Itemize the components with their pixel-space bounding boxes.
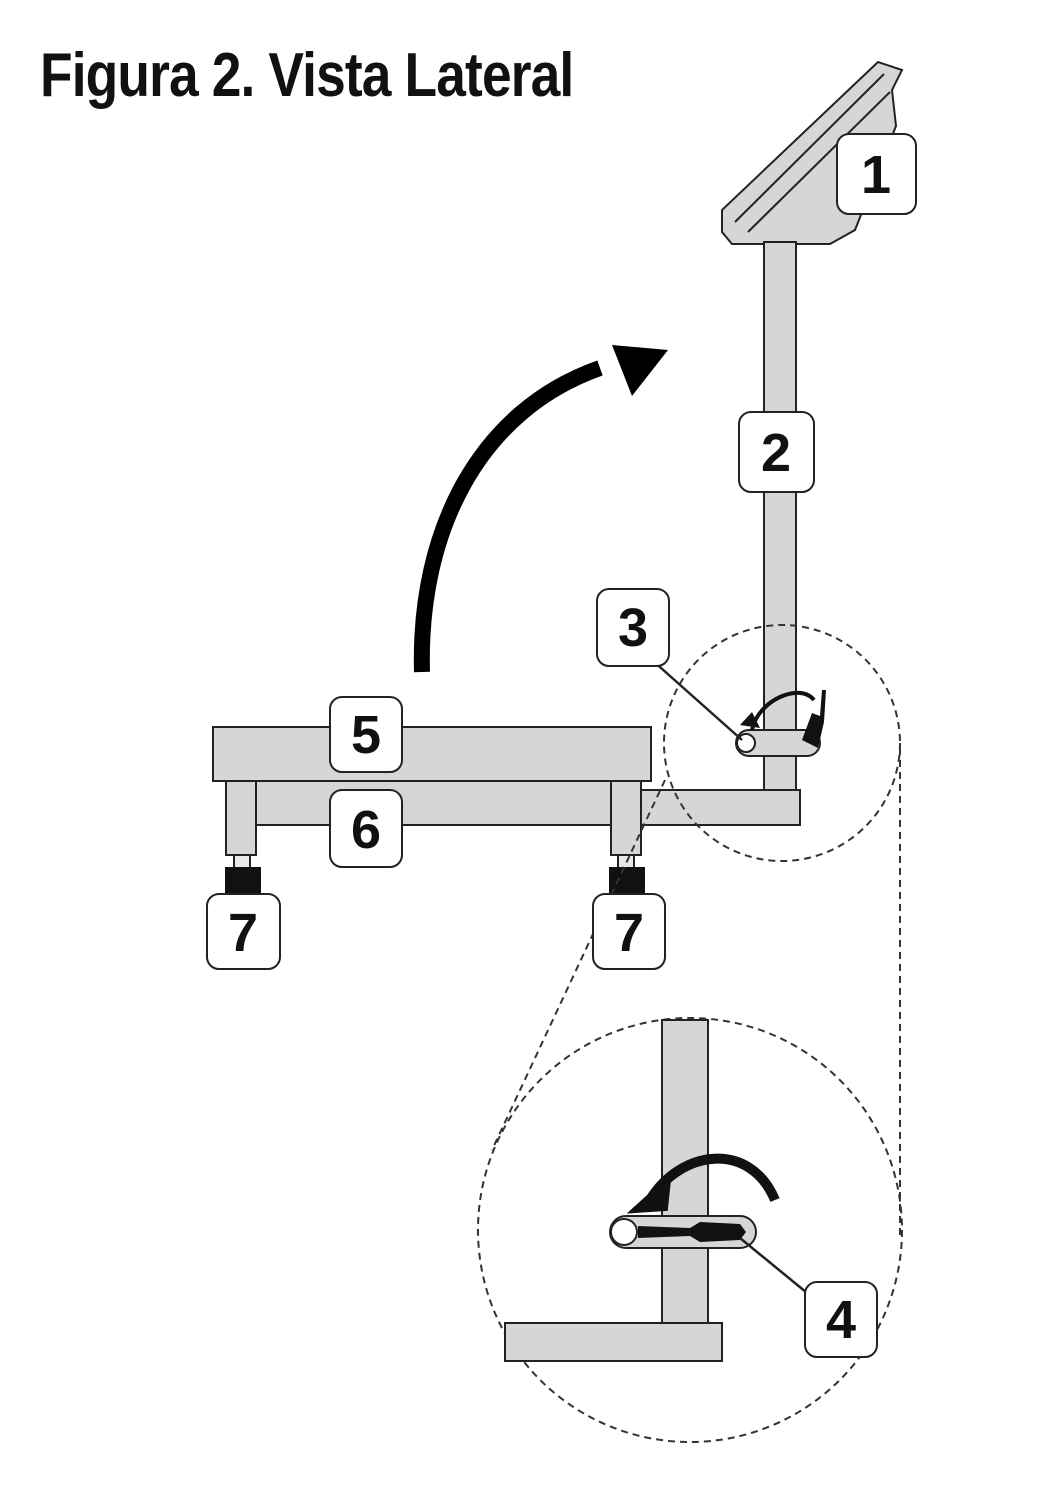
- callout-5: 5: [329, 696, 403, 773]
- leader-3: [651, 659, 743, 741]
- detail-enlarged: [477, 1017, 903, 1443]
- leg-right: [610, 780, 642, 856]
- platform: [212, 726, 652, 782]
- svg-text:7: 7: [614, 903, 644, 963]
- foot-left: [225, 854, 261, 897]
- callout-7-right: 7: [592, 893, 666, 970]
- callout-1: 1: [836, 133, 917, 215]
- callout-4: 4: [804, 1281, 878, 1358]
- callout-7-left: 7: [206, 893, 281, 970]
- foot-right: [609, 854, 645, 897]
- callout-6: 6: [329, 789, 403, 868]
- svg-text:1: 1: [861, 145, 891, 205]
- callout-2: 2: [738, 411, 815, 493]
- base-arm: [639, 789, 801, 826]
- zoom-line-left: [491, 779, 666, 1151]
- detail-circle-large: [477, 1017, 903, 1443]
- svg-text:6: 6: [351, 800, 381, 860]
- svg-text:5: 5: [351, 705, 381, 765]
- callout-3: 3: [596, 588, 670, 667]
- svg-text:2: 2: [761, 423, 791, 483]
- rotation-arrow-icon: [413, 345, 668, 673]
- svg-text:4: 4: [826, 1290, 856, 1350]
- svg-text:3: 3: [618, 598, 648, 658]
- detail-circle-small: [663, 624, 901, 862]
- svg-text:7: 7: [228, 903, 258, 963]
- vertical-column: [763, 241, 797, 791]
- leader-4: [739, 1237, 813, 1298]
- figure-title: Figura 2. Vista Lateral: [40, 41, 574, 110]
- leg-left: [225, 780, 257, 856]
- base-frame: [225, 779, 641, 826]
